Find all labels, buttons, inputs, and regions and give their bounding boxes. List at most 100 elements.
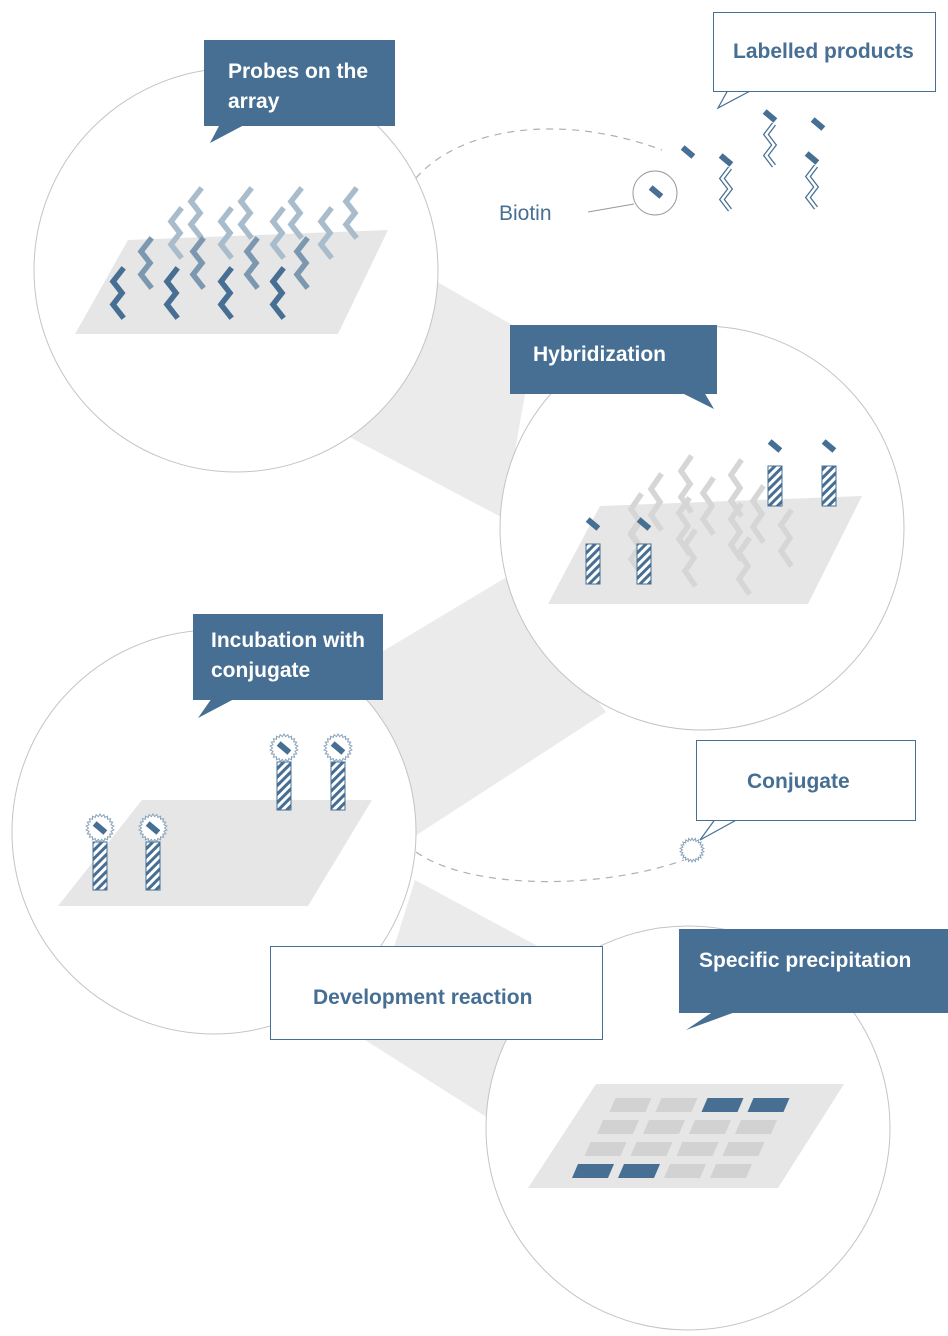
array-spot [655, 1098, 698, 1112]
unbound-probe [777, 508, 794, 568]
unbound-probe [727, 458, 744, 518]
array-spot [664, 1164, 706, 1178]
unbound-probe [699, 476, 716, 536]
probe-strand [269, 206, 286, 260]
precipitation-label: Specific precipitation [699, 949, 912, 972]
probe-strand [137, 236, 154, 290]
hybridized-duplex [821, 465, 837, 507]
unbound-probe [647, 472, 664, 532]
unbound-probe [735, 536, 752, 596]
array-spot [689, 1120, 731, 1134]
probe-strand [269, 266, 286, 320]
conjugate-example [679, 836, 705, 864]
array-spot [710, 1164, 752, 1178]
biotin-label-mark [276, 741, 292, 755]
conjugate-incubation-scene [58, 733, 705, 906]
labelled-products-group [648, 109, 826, 212]
development-label: Development reaction [313, 986, 533, 1009]
biotin-example [648, 185, 664, 199]
hybridization-callout: Hybridization [510, 325, 717, 394]
labelled-products-label: Labelled products [733, 40, 914, 63]
biotin-label-mark [680, 145, 696, 159]
dashed-link [415, 128, 663, 179]
biotin-label-mark [145, 821, 161, 835]
labelled-product-strand-inner [764, 123, 776, 167]
hybridization-scene [548, 439, 862, 604]
hybridized-duplex [92, 841, 108, 891]
array-spot [584, 1142, 627, 1156]
probes-label: Probes on the array [228, 60, 369, 113]
precipitation-scene [528, 1084, 844, 1188]
biotin-label-mark [810, 117, 826, 131]
development-callout: Development reaction [270, 946, 603, 1040]
array-spot [735, 1120, 777, 1134]
hybridized-duplex [585, 543, 601, 585]
probes-array-scene [75, 186, 388, 334]
callout-tail [210, 124, 246, 143]
biotin-label-mark [636, 517, 652, 531]
precipitation-callout: Specific precipitation [679, 929, 948, 1013]
unbound-probe [681, 528, 698, 588]
probe-strand [293, 236, 310, 290]
hybridization-label: Hybridization [533, 343, 667, 366]
biotin-label-mark [767, 439, 783, 453]
unbound-probe [675, 496, 692, 556]
array-spot [597, 1120, 639, 1134]
callout-tail [716, 89, 753, 110]
biotin-label-mark [585, 517, 601, 531]
biotin-label: Biotin [499, 202, 552, 225]
hybridized-duplex [330, 761, 346, 811]
hybridized-duplex [145, 841, 161, 891]
conjugate-label: Conjugate [747, 770, 850, 793]
dashed-link [415, 851, 685, 883]
incubation-callout: Incubation with conjugate [193, 614, 383, 700]
callout-tail [699, 817, 741, 841]
callout-tail [686, 1011, 738, 1030]
probe-strand [237, 186, 254, 240]
biotin-label-mark [821, 439, 837, 453]
biotin-label-mark [804, 151, 820, 165]
probe-strand [217, 266, 234, 320]
hybridized-duplex [767, 465, 783, 507]
precipitated-spot [572, 1164, 614, 1178]
array-spot [630, 1142, 673, 1156]
biotin-label-mark [762, 109, 778, 123]
hybridized-duplex [276, 761, 292, 811]
array-spot [609, 1098, 652, 1112]
incubation-label: Incubation with conjugate [211, 629, 365, 682]
probe-strand [189, 236, 206, 290]
array-spot [676, 1142, 719, 1156]
conjugate-callout: Conjugate [696, 740, 916, 821]
probe-strand [187, 186, 204, 240]
unbound-probe [749, 484, 766, 544]
biotin-label-mark [330, 741, 346, 755]
probe-strand [317, 206, 334, 260]
probe-strand [287, 186, 304, 240]
biotin-label-mark [92, 821, 108, 835]
probe-strand [342, 186, 359, 240]
precipitated-spot [618, 1164, 660, 1178]
labelled-products-callout: Labelled products [713, 12, 936, 92]
biotin-pointer [587, 203, 635, 213]
probe-strand [243, 236, 260, 290]
labelled-product-strand-inner [806, 165, 818, 209]
probe-strand [167, 206, 184, 260]
callout-tail [680, 392, 714, 409]
callout-tail [198, 698, 236, 718]
precipitated-spot [747, 1098, 790, 1112]
array-surface [58, 800, 372, 906]
probe-strand [217, 206, 234, 260]
hybridized-duplex [636, 543, 652, 585]
array-surface [75, 230, 388, 334]
array-spot [722, 1142, 765, 1156]
unbound-probe [727, 502, 744, 562]
probe-strand [109, 266, 126, 320]
labelled-product-strand-inner [720, 167, 732, 211]
array-spot [643, 1120, 685, 1134]
probe-strand [163, 266, 180, 320]
probes-callout: Probes on the array [204, 40, 395, 126]
callout-tails [198, 89, 753, 1030]
biotin-label-mark [718, 153, 734, 167]
